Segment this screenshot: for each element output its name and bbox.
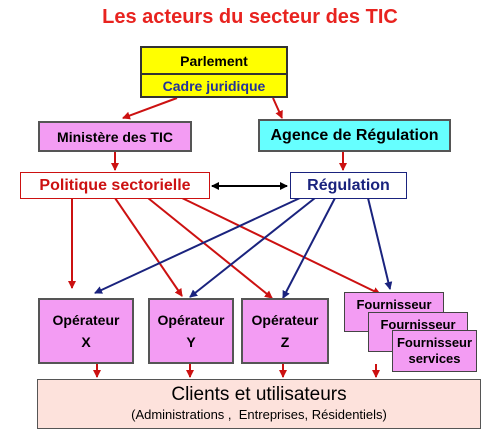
arrow-regulation-x: [94, 197, 301, 294]
arrow-regulation-y: [189, 197, 316, 298]
operateur-y-label-line2: Y: [186, 334, 196, 350]
parlement-box: Parlement: [140, 46, 288, 73]
operateur-y-label-line1: Opérateur: [157, 312, 225, 328]
operateur-z-label-line1: Opérateur: [251, 312, 319, 328]
fournisseur-1-label: Fournisseur: [356, 297, 432, 312]
operateur-x-label-line2: X: [81, 334, 91, 350]
agence-label: Agence de Régulation: [270, 126, 439, 144]
operateur-x-box: Opérateur X: [38, 298, 134, 364]
arrow-politique-fournisseur: [181, 197, 381, 295]
regulation-label: Régulation: [307, 176, 390, 194]
ministere-box: Ministère des TIC: [38, 121, 192, 152]
operateur-y-box: Opérateur Y: [148, 298, 234, 364]
politique-box: Politique sectorielle: [20, 172, 210, 199]
ministere-label: Ministère des TIC: [57, 128, 173, 145]
arrow-politique-y: [114, 197, 183, 297]
fournisseur-3-label-line2: services: [408, 351, 461, 366]
cadre-juridique-label: Cadre juridique: [162, 77, 266, 94]
agence-box: Agence de Régulation: [258, 119, 451, 152]
parlement-label: Parlement: [180, 52, 248, 69]
clients-box: Clients et utilisateurs (Administrations…: [37, 379, 481, 429]
arrow-parlement-ministere: [122, 97, 178, 120]
arrow-regulation-fournisseur: [367, 197, 393, 290]
arrow-politique-z: [147, 197, 273, 299]
arrow-parlement-agence: [272, 97, 283, 119]
fournisseur-2-label: Fournisseur: [380, 317, 456, 332]
clients-subtitle: (Administrations , Entreprises, Résident…: [131, 407, 387, 422]
operateur-z-label-line2: Z: [280, 334, 290, 350]
cadre-juridique-box: Cadre juridique: [140, 73, 288, 98]
clients-title: Clients et utilisateurs: [171, 384, 347, 405]
politique-label: Politique sectorielle: [39, 176, 191, 194]
operateur-z-box: Opérateur Z: [241, 298, 329, 364]
fournisseur-3-label-line1: Fournisseur: [396, 335, 473, 350]
operateur-x-label-line1: Opérateur: [52, 312, 120, 328]
diagram-title: Les acteurs du secteur des TIC: [102, 6, 398, 28]
arrow-regulation-z: [282, 197, 336, 299]
regulation-box: Régulation: [290, 172, 407, 199]
fournisseur-box-3: Fournisseur services: [392, 330, 477, 372]
